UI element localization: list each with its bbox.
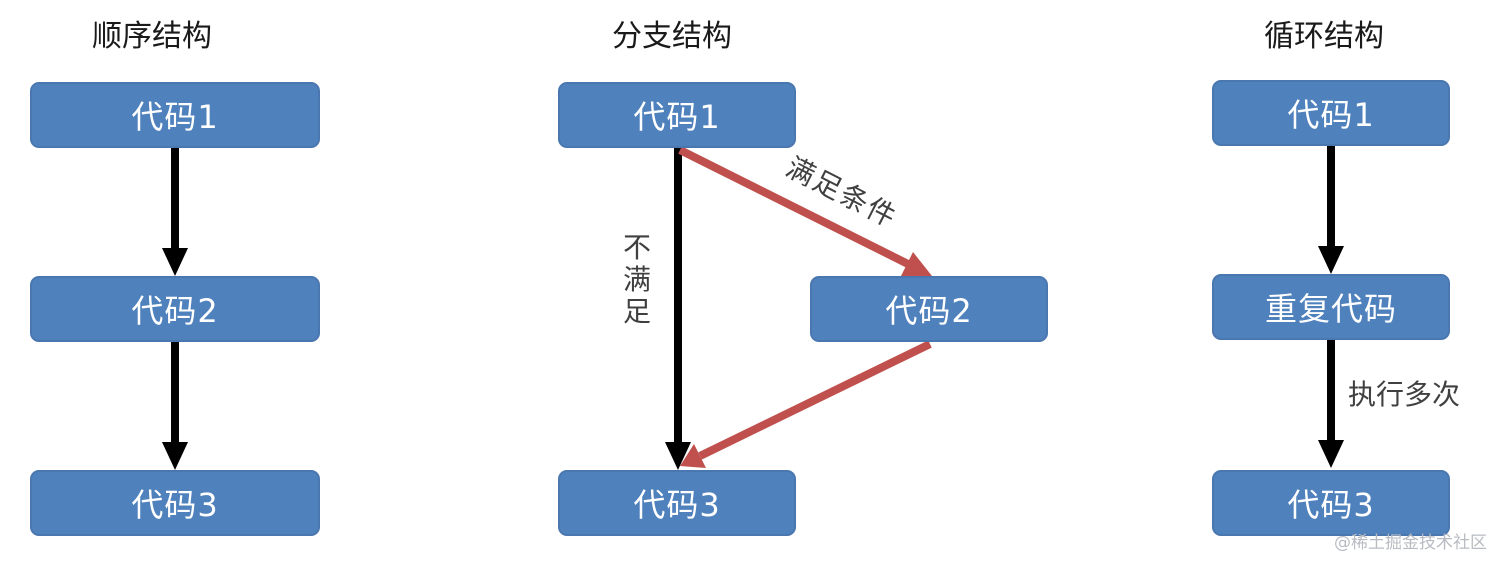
branch-condition-false-label: 不满足: [622, 231, 651, 328]
branch-arrowhead-false: [665, 442, 691, 470]
branch-box-code2: 代码2: [810, 276, 1048, 342]
seq-arrowhead-2-3: [162, 442, 188, 470]
loop-box-code3: 代码3: [1212, 470, 1450, 536]
branch-box-code3: 代码3: [558, 470, 796, 536]
seq-arrowhead-1-2: [162, 248, 188, 276]
branch-arrowhead-return: [680, 444, 706, 468]
sequential-box-code2: 代码2: [30, 276, 320, 342]
watermark: @稀土掘金技术社区: [1334, 533, 1487, 553]
loop-box-repeat-code: 重复代码: [1212, 274, 1450, 340]
loop-title: 循环结构: [1264, 19, 1384, 54]
loop-arrowhead-2-3: [1318, 440, 1344, 468]
loop-box-code1: 代码1: [1212, 80, 1450, 146]
loop-arrowhead-1-2: [1318, 246, 1344, 274]
loop-repeat-label: 执行多次: [1348, 378, 1461, 411]
branch-box-code1: 代码1: [558, 82, 796, 148]
branch-arrowhead-true: [901, 252, 932, 276]
branch-title: 分支结构: [612, 19, 732, 54]
branch-arrow-return: [698, 340, 932, 460]
sequential-box-code1: 代码1: [30, 82, 320, 148]
sequential-box-code3: 代码3: [30, 470, 320, 536]
branch-arrow-true: [678, 146, 914, 270]
sequential-title: 顺序结构: [92, 19, 212, 54]
